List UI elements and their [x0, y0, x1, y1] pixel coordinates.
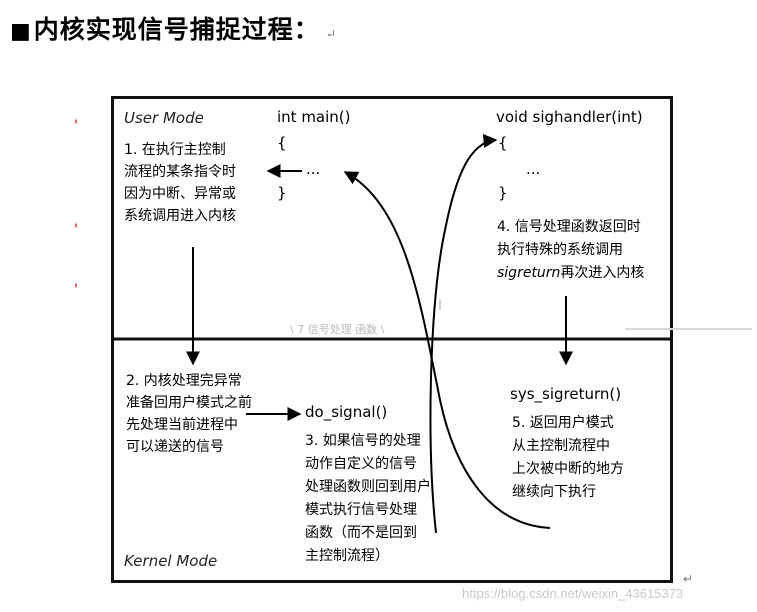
main-signature: int main() — [277, 108, 351, 126]
sigreturn-term: sigreturn — [497, 265, 561, 281]
step1-text: 1. 在执行主控制 流程的某条指令时 因为中断、异常或 系统调用进入内核 — [124, 139, 236, 227]
handler-open-brace: { — [498, 134, 508, 152]
step2-line: 准备回用户模式之前 — [126, 395, 252, 411]
step5-line: 继续向下执行 — [512, 484, 596, 500]
step3-line: 模式执行信号处理 — [305, 502, 417, 518]
step3-line: 处理函数则回到用户 — [305, 479, 431, 495]
title-text: 内核实现信号捕捉过程： — [33, 15, 320, 44]
handler-signature: void sighandler(int) — [496, 108, 643, 126]
step3-text: 3. 如果信号的处理 动作自定义的信号 处理函数则回到用户 模式执行信号处理 函… — [305, 430, 431, 568]
curve-to-sighandler — [429, 134, 498, 534]
edge-tick: ' — [74, 282, 79, 298]
step5-line: 从主控制流程中 — [512, 438, 610, 454]
corner-return-mark: ↵ — [683, 572, 694, 586]
do-signal-label: do_signal() — [305, 403, 388, 421]
step2-line: 可以递送的信号 — [126, 439, 224, 455]
main-body: ... — [306, 160, 321, 178]
step2-line: 先处理当前进程中 — [126, 417, 238, 433]
edge-tick: ' — [74, 222, 79, 238]
handler-body: ... — [526, 160, 541, 178]
section-title: ■内核实现信号捕捉过程： ↵ — [10, 10, 337, 46]
step4-line: 执行特殊的系统调用 — [497, 242, 623, 258]
step3-line: 动作自定义的信号 — [305, 456, 417, 472]
step3-line: 3. 如果信号的处理 — [305, 433, 421, 449]
step4-line: sigreturn再次进入内核 — [497, 262, 644, 285]
user-mode-label: User Mode — [124, 109, 204, 127]
step5-line: 上次被中断的地方 — [512, 461, 624, 477]
kernel-mode-label: Kernel Mode — [124, 552, 218, 570]
step5-line: 5. 返回用户模式 — [512, 415, 614, 431]
step2-text: 2. 内核处理完异常 准备回用户模式之前 先处理当前进程中 可以递送的信号 — [126, 370, 252, 458]
step1-line: 系统调用进入内核 — [124, 208, 236, 224]
main-close-brace: } — [277, 184, 287, 202]
edge-tick: ' — [74, 118, 79, 134]
curve-back-to-main — [343, 171, 551, 529]
step1-line: 流程的某条指令时 — [124, 164, 236, 180]
title-bullet: ■ — [10, 18, 32, 44]
step4-line: 4. 信号处理函数返回时 — [497, 219, 641, 235]
csdn-watermark: https://blog.csdn.net/weixin_43615373 — [462, 586, 684, 601]
main-open-brace: { — [277, 134, 287, 152]
sys-sigreturn-label: sys_sigreturn() — [510, 385, 622, 403]
title-return-mark: ↵ — [325, 27, 337, 41]
step5-text: 5. 返回用户模式 从主控制流程中 上次被中断的地方 继续向下执行 — [512, 412, 624, 504]
step3-line: 主控制流程） — [305, 548, 389, 564]
faint-scan-text: \ 7 信号处理 函数 \ — [290, 323, 385, 336]
step1-line: 因为中断、异常或 — [124, 186, 236, 202]
step4-line3-rest: 再次进入内核 — [560, 265, 645, 281]
step4-text: 4. 信号处理函数返回时 执行特殊的系统调用 sigreturn再次进入内核 — [497, 216, 644, 285]
step2-line: 2. 内核处理完异常 — [126, 373, 242, 389]
step3-line: 函数（而不是回到 — [305, 525, 417, 541]
handler-close-brace: } — [498, 184, 508, 202]
step1-line: 1. 在执行主控制 — [124, 142, 226, 158]
